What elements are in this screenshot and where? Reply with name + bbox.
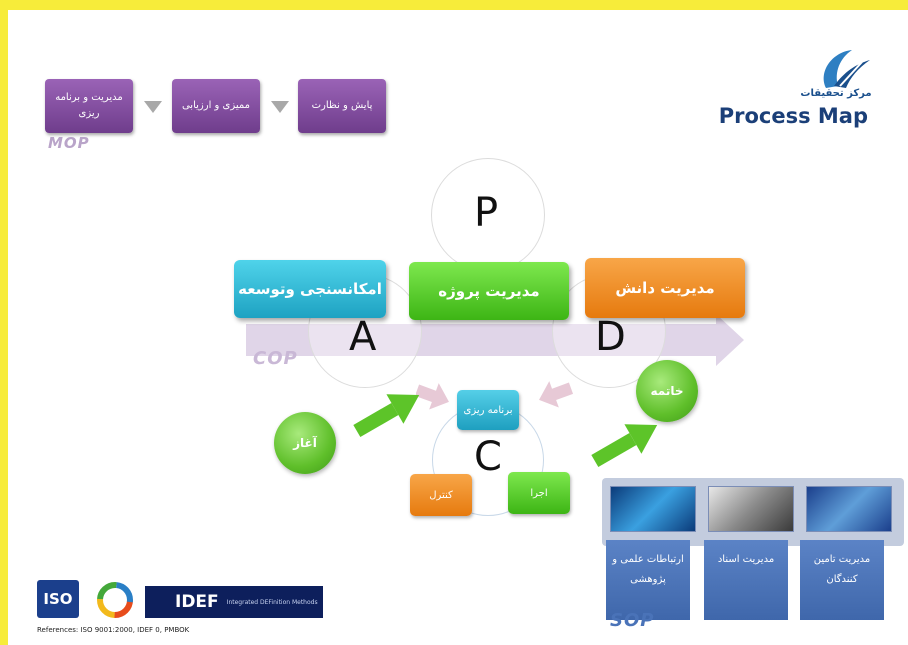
letter-p: P xyxy=(474,190,499,236)
sop-label: SOP xyxy=(610,610,655,631)
control-button[interactable]: کنترل xyxy=(410,474,472,516)
research-thumbnail xyxy=(610,486,696,532)
down-arrow-icon xyxy=(271,101,289,113)
start-node[interactable]: آغاز xyxy=(274,412,336,474)
page-title: Process Map xyxy=(718,104,868,128)
letter-a: A xyxy=(349,314,377,360)
logo xyxy=(804,42,884,102)
inflow-arrow-icon xyxy=(416,383,449,410)
sop-thumbnail-panel xyxy=(602,478,904,546)
cop-label: COP xyxy=(253,348,298,369)
mop-box-monitoring[interactable]: پایش و نظارت xyxy=(298,79,386,133)
execute-button[interactable]: اجرا xyxy=(508,472,570,514)
knowledge-management-button[interactable]: مدیریت دانش xyxy=(585,258,745,318)
letter-d: D xyxy=(595,314,626,360)
planning-button[interactable]: برنامه ریزی xyxy=(457,390,519,430)
slide: مرکز تحقیقات Process Map مدیریت و برنامه… xyxy=(8,10,908,645)
mop-label: MOP xyxy=(48,134,90,152)
iso-logo: ISO xyxy=(37,580,79,618)
pen-logo-icon xyxy=(823,50,870,88)
sop-card-research[interactable]: ارتباطات علمی و پژوهشی xyxy=(606,540,690,620)
inflow-arrow-icon xyxy=(539,381,574,408)
idef-logo-text: IDEF xyxy=(175,592,219,612)
suppliers-thumbnail xyxy=(806,486,892,532)
sop-card-suppliers[interactable]: مدیریت تامین کنندگان xyxy=(800,540,884,620)
start-arrow-icon xyxy=(353,394,420,438)
feasibility-button[interactable]: امکانسنجی وتوسعه xyxy=(234,260,386,318)
slide-frame-top xyxy=(0,0,908,10)
slide-frame-left xyxy=(0,0,8,645)
end-node[interactable]: خاتمه xyxy=(636,360,698,422)
circle-p xyxy=(431,158,545,272)
documents-thumbnail xyxy=(708,486,794,532)
references-text: References: ISO 9001:2000, IDEF 0, PMBOK xyxy=(37,626,190,634)
mop-box-planning[interactable]: مدیریت و برنامه ریزی xyxy=(45,79,133,133)
down-arrow-icon xyxy=(144,101,162,113)
project-management-button[interactable]: مدیریت پروژه xyxy=(409,262,569,320)
idef-logo: IDEF Integrated DEFinition Methods xyxy=(145,586,323,618)
idef-tagline: Integrated DEFinition Methods xyxy=(226,598,318,606)
letter-c: C xyxy=(474,434,502,480)
mop-box-audit[interactable]: ممیزی و ارزیابی xyxy=(172,79,260,133)
iso-logo-text: ISO xyxy=(43,590,73,608)
cycle-logo-icon xyxy=(97,582,133,618)
sop-card-documents[interactable]: مدیریت اسناد xyxy=(704,540,788,620)
logo-text: مرکز تحقیقات xyxy=(800,88,872,99)
end-arrow-icon xyxy=(591,424,658,468)
